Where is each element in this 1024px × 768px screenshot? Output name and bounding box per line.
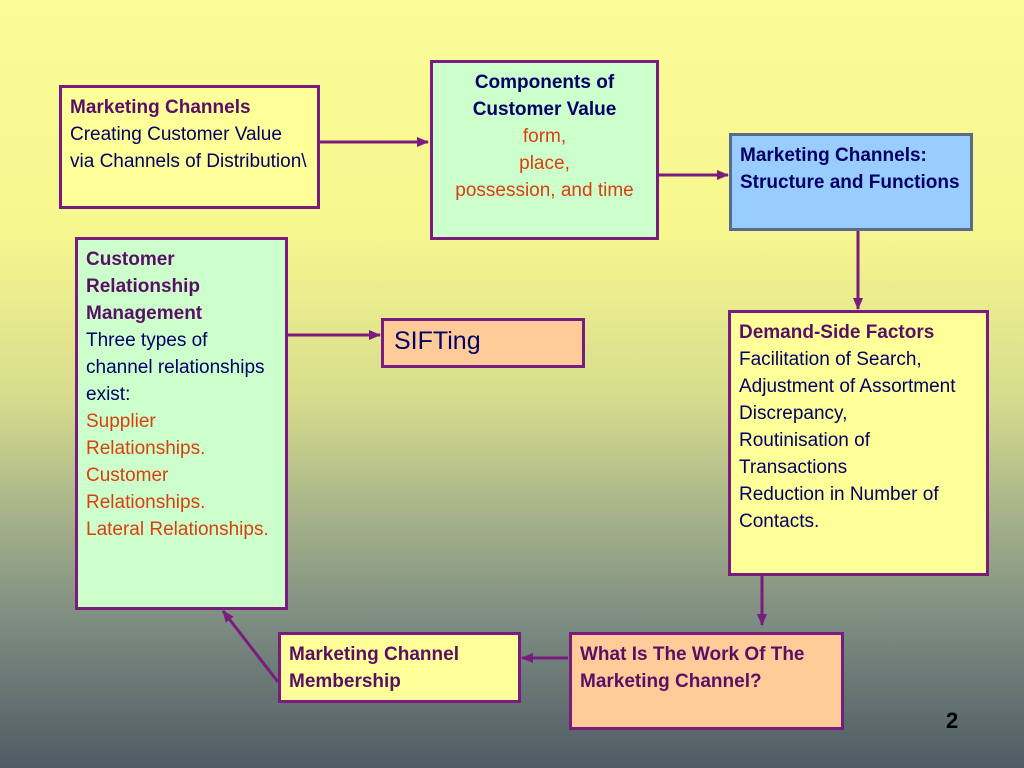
crm-intro: Three types of channel relationships exi… (86, 330, 265, 405)
demand-side-title: Demand-Side Factors (739, 322, 935, 343)
work-title: What Is The Work Of The Marketing Channe… (580, 644, 805, 692)
page-number: 2 (946, 708, 959, 733)
arrow-membership-to-crm (221, 610, 280, 683)
crm-box: Customer Relationship Management Three t… (75, 237, 288, 610)
crm-item-customer: Customer Relationships. (86, 465, 206, 513)
marketing-channels-body: Creating Customer Value via Channels of … (70, 124, 307, 172)
components-title: Components of Customer Value (472, 72, 617, 120)
marketing-channels-title: Marketing Channels (70, 97, 251, 118)
crm-item-supplier: Supplier Relationships. (86, 411, 206, 459)
components-box: Components of Customer Value form, place… (430, 60, 659, 240)
demand-item-search: Facilitation of Search, (739, 349, 922, 370)
structure-functions-box: Marketing Channels: Structure and Functi… (729, 133, 973, 231)
work-box: What Is The Work Of The Marketing Channe… (569, 632, 844, 730)
crm-title: Customer Relationship Management (86, 249, 203, 324)
components-item-form: form, (522, 126, 567, 147)
sifting-label: SIFTing (394, 327, 481, 355)
structure-functions-title: Marketing Channels: Structure and Functi… (740, 145, 960, 193)
demand-item-routinisation: Routinisation of Transactions (739, 430, 870, 478)
demand-item-assortment: Adjustment of Assortment Discrepancy, (739, 376, 956, 424)
demand-side-box: Demand-Side Factors Facilitation of Sear… (728, 310, 989, 576)
components-item-possession-time: possession, and time (455, 180, 634, 201)
sifting-box: SIFTing (381, 318, 585, 368)
crm-item-lateral: Lateral Relationships. (86, 519, 269, 540)
membership-box: Marketing Channel Membership (278, 632, 521, 703)
demand-item-contacts: Reduction in Number of Contacts. (739, 484, 939, 532)
membership-title: Marketing Channel Membership (289, 644, 459, 692)
marketing-channels-box: Marketing Channels Creating Customer Val… (59, 85, 320, 209)
components-item-place: place, (519, 153, 570, 174)
